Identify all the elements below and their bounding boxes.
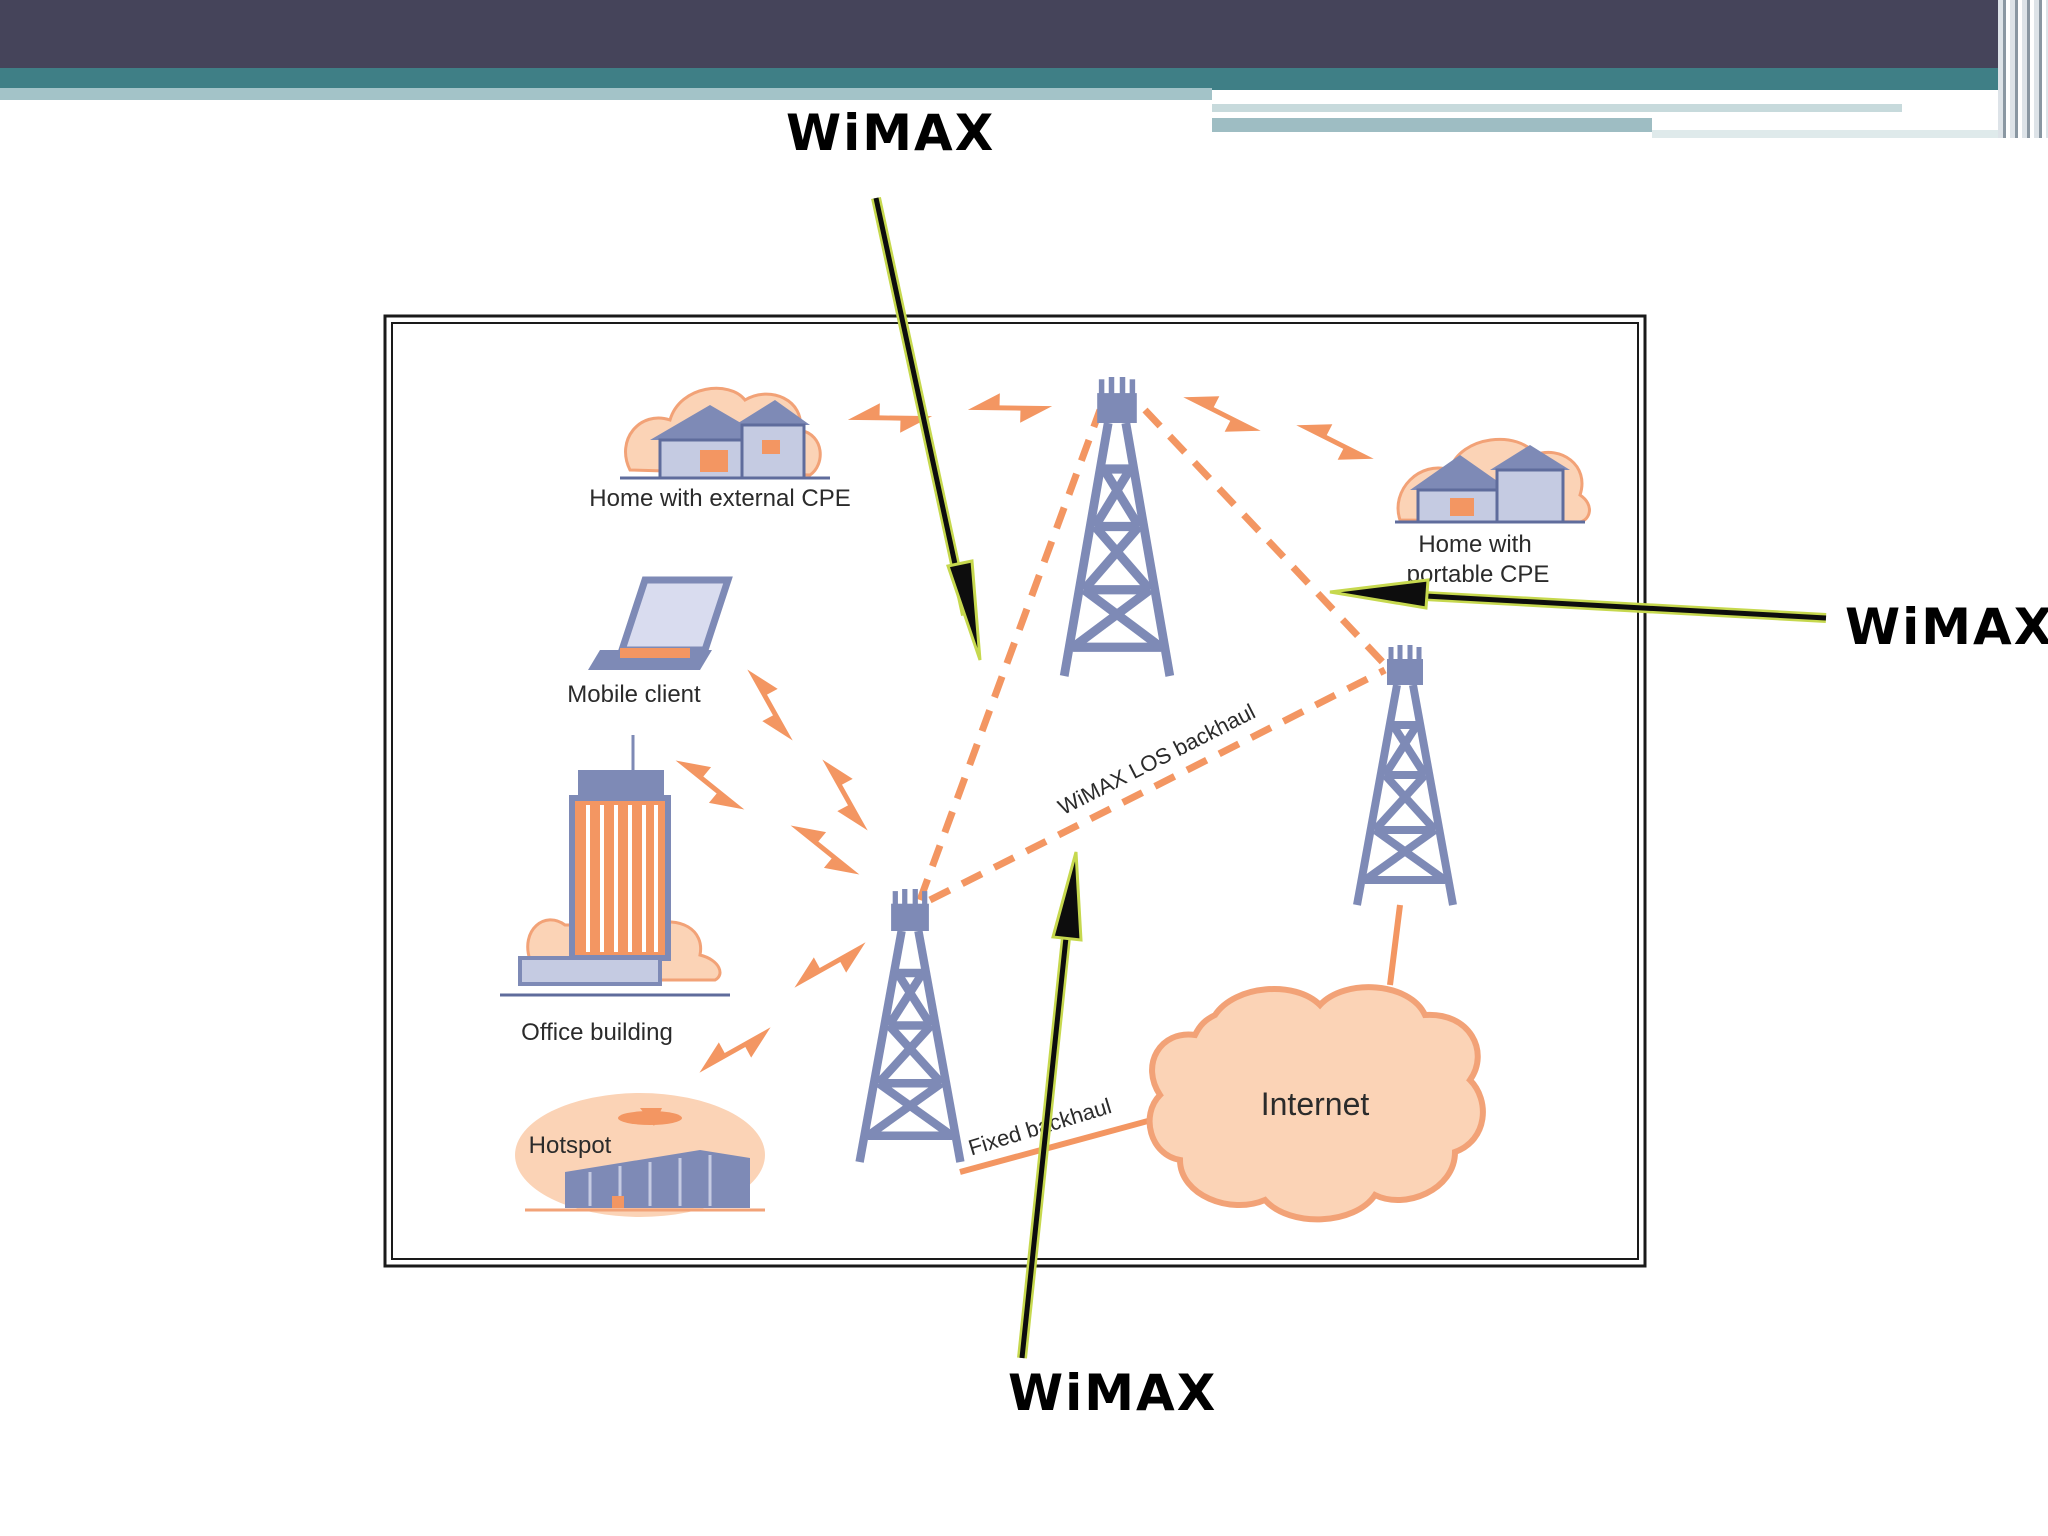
office-building-label: Office building bbox=[521, 1019, 673, 1046]
laptop-icon bbox=[588, 576, 733, 670]
slide-stripe bbox=[1212, 118, 1652, 132]
diagram-frame-inner bbox=[391, 322, 1639, 1260]
internet-label: Internet bbox=[1261, 1086, 1370, 1122]
home-portable-cpe-label-line2: portable CPE bbox=[1407, 561, 1550, 588]
hotspot-label: Hotspot bbox=[529, 1132, 612, 1159]
dashed-link-top-right bbox=[1142, 407, 1393, 673]
slide-corner-bars bbox=[1998, 0, 2048, 138]
home-portable-cpe-label-line1: Home with bbox=[1418, 531, 1531, 558]
wimax-callout-bottom: WiMAX bbox=[1008, 1364, 1218, 1422]
slide-stripe bbox=[1212, 104, 1902, 112]
home-external-cpe-label: Home with external CPE bbox=[589, 485, 850, 512]
callout-arrow-top bbox=[871, 196, 982, 661]
callout-arrow-bottom bbox=[1017, 851, 1083, 1359]
office-building-icon bbox=[500, 735, 730, 997]
wimax-callout-top: WiMAX bbox=[786, 104, 996, 162]
mobile-client-label: Mobile client bbox=[567, 681, 701, 708]
slide-teal-band bbox=[0, 68, 2048, 90]
dashed-link-left-top bbox=[916, 408, 1104, 902]
hotspot-icon bbox=[515, 1093, 765, 1217]
fixed-backhaul-link bbox=[959, 1112, 1171, 1175]
dashed-link-los-backhaul bbox=[928, 666, 1387, 904]
slide-top-bar bbox=[0, 0, 2048, 70]
slide-stripe bbox=[1652, 130, 2012, 138]
internet-cloud-icon bbox=[1146, 984, 1486, 1223]
wimax-callout-right: WiMAX bbox=[1845, 598, 2048, 656]
home-portable-cpe-icon bbox=[1395, 437, 1591, 524]
slide-light-band bbox=[0, 88, 1212, 100]
home-external-cpe-icon bbox=[620, 386, 830, 480]
internet-uplink bbox=[1387, 904, 1403, 986]
callout-arrow-right bbox=[1329, 578, 1827, 623]
